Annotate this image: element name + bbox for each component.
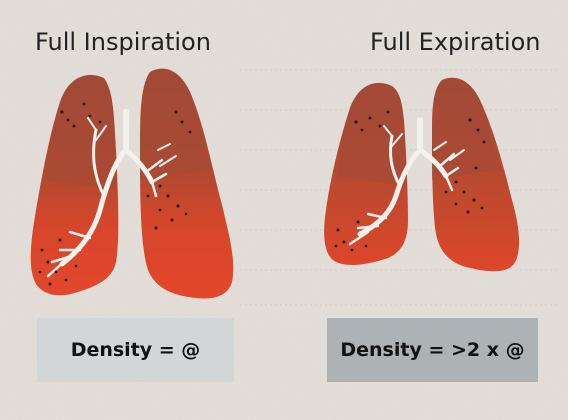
- inspiration-density-box: Density = @: [37, 318, 234, 382]
- inspiration-title: Full Inspiration: [35, 28, 211, 56]
- expiration-title: Full Expiration: [370, 28, 540, 56]
- inspiration-density-label: Density = @: [71, 339, 201, 361]
- expiration-density-label: Density = >2 x @: [340, 339, 524, 361]
- expiration-density-box: Density = >2 x @: [327, 318, 538, 382]
